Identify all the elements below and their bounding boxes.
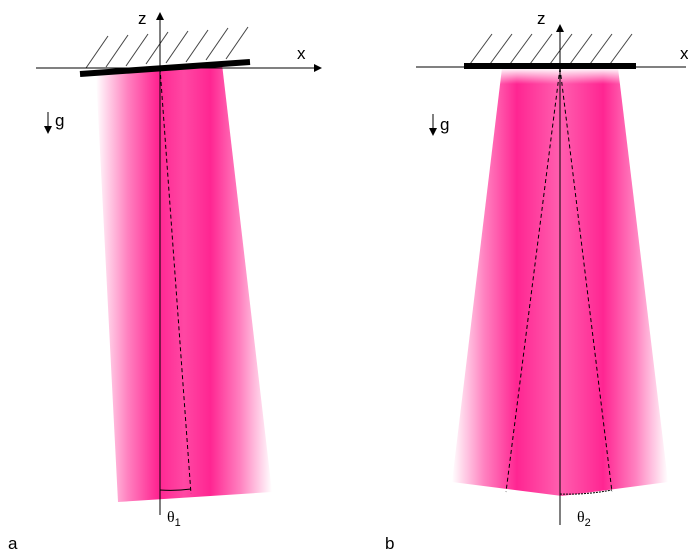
angle-label-a: θ1 [167, 509, 181, 529]
angle-label-b: θ2 [577, 509, 591, 529]
gravity-label-a: g [55, 111, 64, 130]
panel-label-a: a [8, 534, 18, 553]
panel-a: g z x θ1 a [8, 9, 322, 553]
z-axis-label-a: z [138, 9, 147, 28]
plate-a [79, 59, 251, 77]
z-axis-label-b: z [537, 9, 546, 28]
angle-arc-a [159, 488, 192, 491]
gravity-label-b: g [440, 115, 449, 134]
x-axis-label-a: x [297, 44, 306, 63]
beam-axis-a [159, 67, 192, 495]
beam-edge-right-b [559, 67, 613, 493]
hatch-b [469, 33, 633, 65]
beam-edge-left-b [505, 67, 561, 493]
beam-a [96, 64, 272, 502]
panel-b: g z x θ2 b [385, 9, 688, 553]
angle-arc-b [559, 489, 613, 495]
panel-label-b: b [385, 534, 394, 553]
x-axis-label-b: x [680, 44, 688, 63]
hatch-a [85, 26, 249, 69]
